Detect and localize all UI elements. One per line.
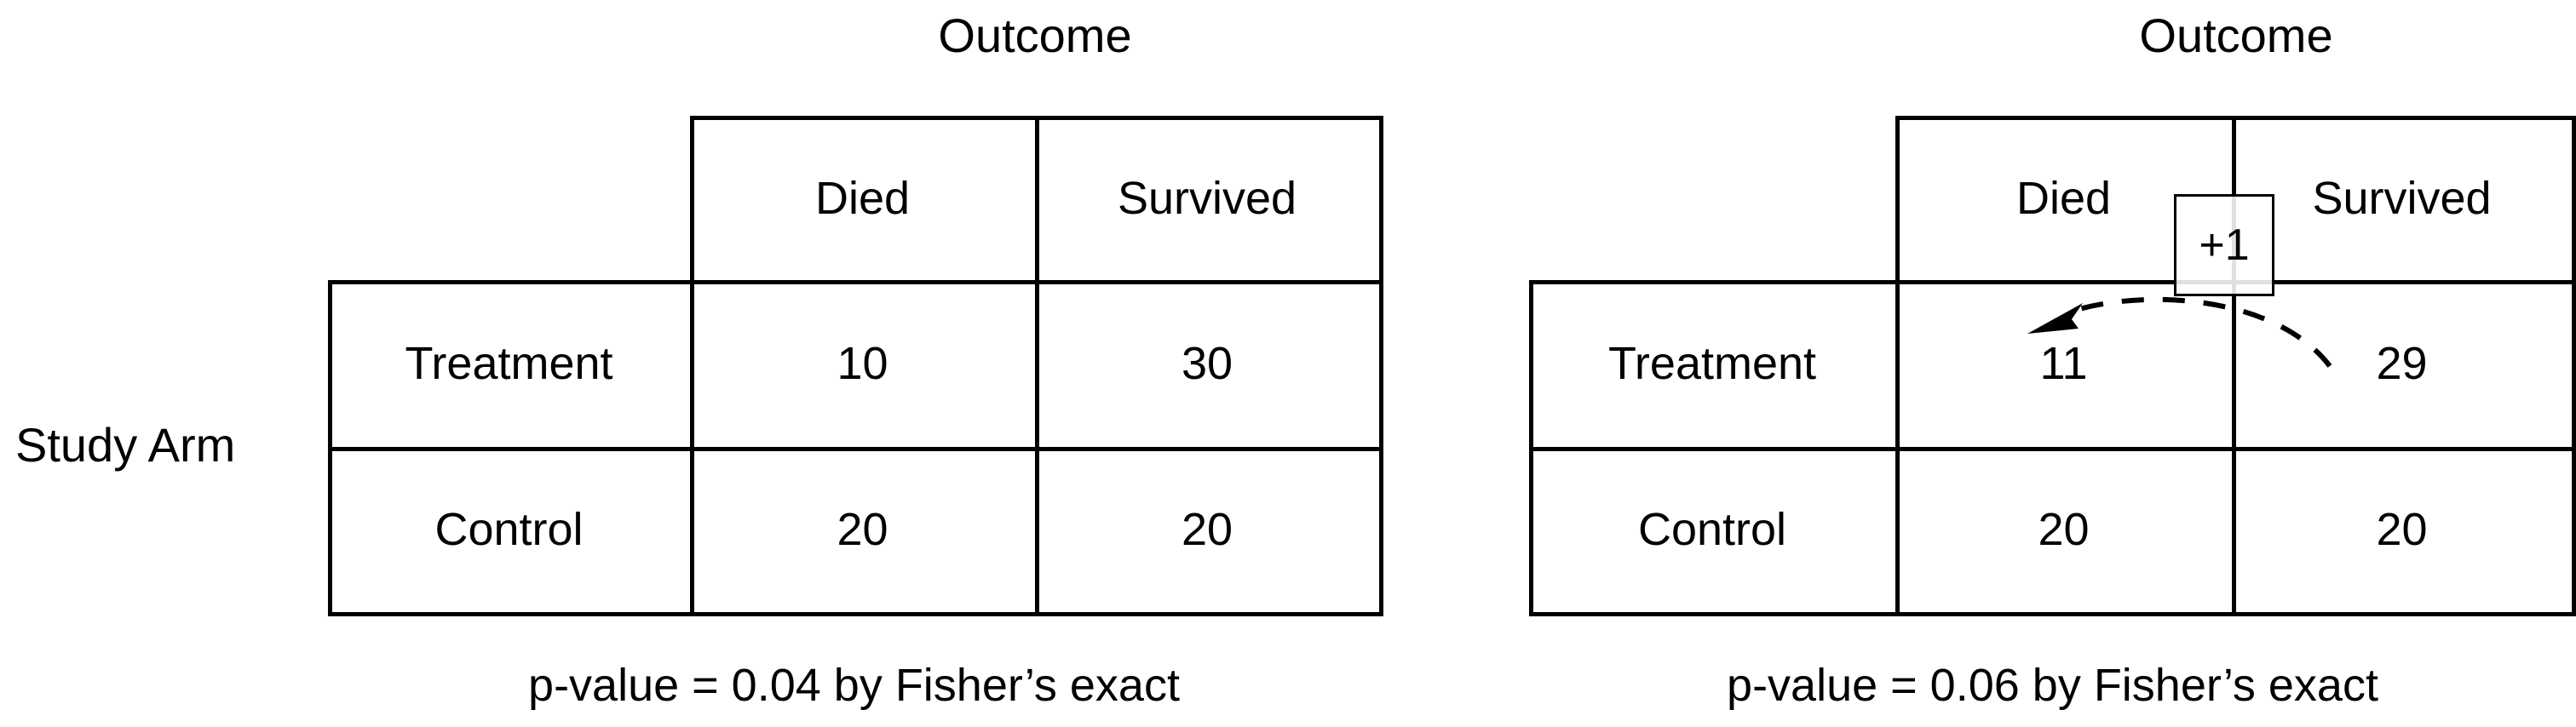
grid-line-header-bottom-right: [1529, 280, 2576, 284]
study-arm-axis-label: Study Arm: [15, 418, 236, 472]
grid-line-header-bottom-left: [328, 280, 1383, 284]
column-header-survived-right: Survived: [2312, 172, 2492, 224]
panel-after: Outcome Died Survived Treatment 11 29 Co…: [1414, 0, 2576, 727]
grid-line-body-bottom-right: [1529, 612, 2576, 616]
grid-line-col-divider-1-right: [1895, 116, 1900, 616]
grid-line-right-edge-left: [1379, 116, 1383, 616]
grid-line-body-left-edge-right: [1529, 280, 1533, 616]
grid-line-right-edge-right: [2572, 116, 2576, 616]
row-header-treatment-right: Treatment: [1607, 338, 1817, 389]
table-cell-control-died-left: 20: [837, 504, 888, 555]
grid-line-row-divider-right: [1529, 447, 2576, 451]
table-cell-treatment-died-right: 11: [2039, 338, 2088, 389]
caption-pvalue-left: p-value = 0.04 by Fisher’s exact: [528, 660, 1180, 711]
outcome-axis-label-left: Outcome: [938, 9, 1132, 62]
caption-pvalue-right: p-value = 0.06 by Fisher’s exact: [1727, 660, 2378, 711]
row-header-treatment-left: Treatment: [405, 338, 613, 389]
column-header-died-right: Died: [2015, 172, 2112, 224]
grid-line-col-divider-2-right: [2232, 116, 2236, 616]
plus-one-badge: +1: [2174, 194, 2274, 296]
table-cell-treatment-survived-right: 29: [2376, 338, 2428, 389]
transfer-arrow-icon: [2027, 296, 2332, 368]
grid-line-col-divider-2-left: [1035, 116, 1039, 616]
outcome-axis-label-right: Outcome: [2139, 9, 2333, 62]
row-header-control-left: Control: [434, 504, 584, 555]
table-cell-treatment-died-left: 10: [837, 338, 888, 389]
grid-line-body-bottom-left: [328, 612, 1383, 616]
grid-line-col-divider-1-left: [690, 116, 694, 616]
table-cell-control-survived-left: 20: [1181, 504, 1233, 555]
row-header-control-right: Control: [1637, 504, 1787, 555]
panel-before: Outcome Study Arm Died Survived Treatmen…: [15, 9, 1383, 711]
grid-line-body-left-edge-left: [328, 280, 332, 616]
table-cell-treatment-survived-left: 30: [1181, 338, 1233, 389]
column-header-survived-left: Survived: [1117, 172, 1297, 224]
grid-line-row-divider-left: [328, 447, 1383, 451]
table-cell-control-died-right: 20: [2038, 504, 2090, 555]
column-header-died-left: Died: [814, 172, 911, 224]
table-cell-control-survived-right: 20: [2376, 504, 2428, 555]
